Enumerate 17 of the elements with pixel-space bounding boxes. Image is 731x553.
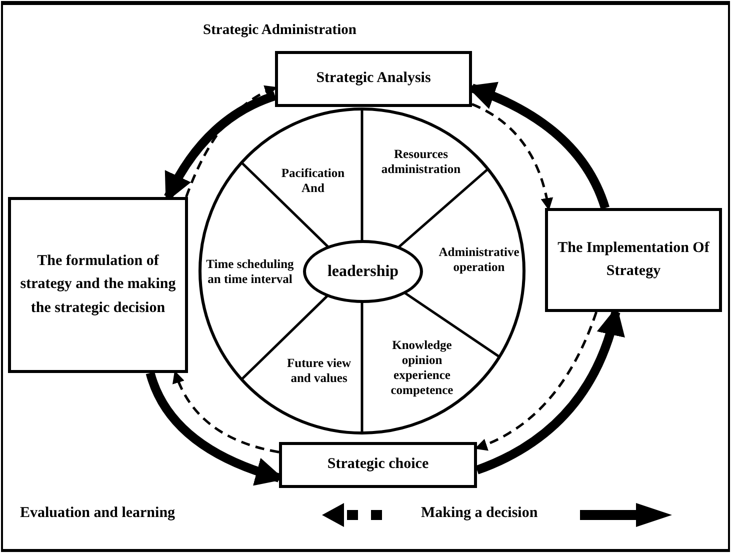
sector-label: Pacification And [273,159,353,203]
sector-label: Administrative operation [434,243,524,277]
title: Strategic Administration [203,22,356,39]
process-box: Strategic Analysis [275,51,472,107]
sector-label: Time scheduling an time interval [206,247,294,297]
process-box: The formulation of strategy and the making the strategic decision [8,197,188,373]
legend-label: Evaluation and learning [20,505,176,522]
sector-label: Resources administration [376,145,466,179]
legend-label: Making a decision [421,505,538,522]
process-box: The Implementation Of Strategy [545,208,722,312]
arrow [185,86,278,198]
arrow [471,103,553,210]
arrow [173,370,280,454]
process-box: Strategic choice [279,442,477,488]
sector-label: Knowledge opinion experience competence [382,333,462,403]
sector-label: Future view and values [282,353,356,389]
wheel-circle [198,107,526,435]
